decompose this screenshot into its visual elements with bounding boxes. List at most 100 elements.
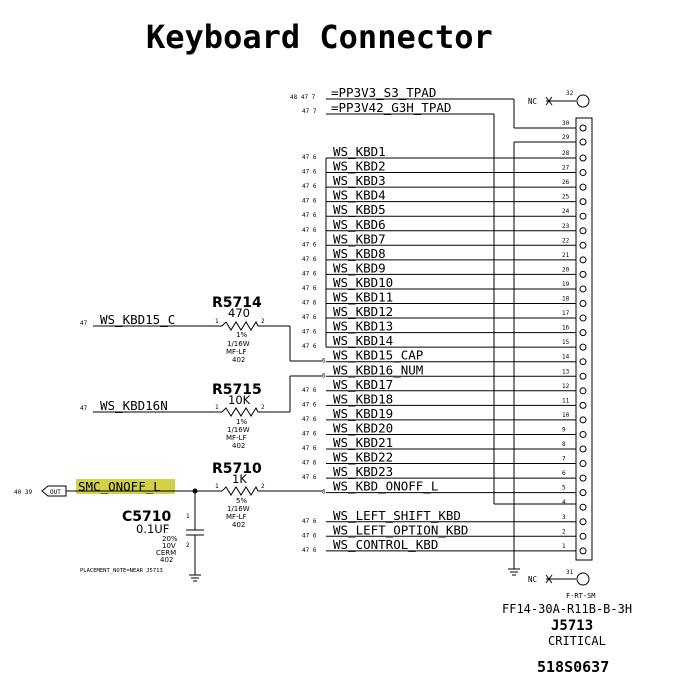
pin-circle [579,460,587,468]
net-label: WS_KBD14 [333,333,393,348]
svg-text:402: 402 [232,442,245,450]
pin-number: 20 [562,266,570,273]
net-ref: 47 6 [302,547,317,554]
pin-number: 10 [562,412,570,419]
pin-circle [579,227,587,235]
out-port-label: OUT [50,489,61,496]
pin-number: 11 [562,397,570,404]
pin-circle [579,358,587,366]
net-ref: 47 6 [302,256,317,263]
net-row: 6 WS_KBD_ONOFF_L 5 [322,479,587,497]
net-ref: 47 6 [302,416,317,423]
pin-circle [579,532,587,540]
pin-circle [579,256,587,264]
r5710-resistor-symbol [221,485,259,496]
ground-symbol-cap [189,574,201,582]
svg-text:MF-LF: MF-LF [226,348,247,356]
svg-text:1: 1 [215,318,219,325]
pin-circle [579,329,587,337]
pin-number: 9 [562,426,566,433]
net-label: WS_KBD1 [333,144,386,159]
pin-circle [579,518,587,526]
net-label: WS_KBD5 [333,202,386,217]
nc-bottom-x-icon [545,574,553,584]
net-label: WS_KBD_ONOFF_L [333,479,438,494]
net-ref: 47 6 [302,212,317,219]
pin-number: 5 [562,485,566,492]
svg-text:20%: 20% [162,535,178,543]
net-ref: 6 [322,489,326,496]
net-label: WS_KBD6 [333,217,386,232]
pin-circle [579,547,587,555]
pin-number: 22 [562,237,570,244]
ground-symbol [508,568,520,576]
svg-text:1/16W: 1/16W [227,505,250,513]
net-label: WS_KBD19 [333,406,393,421]
net-ref: 47 6 [302,183,317,190]
connector-ref: J5713 [551,618,593,634]
nc-bottom-pin: 31 [566,569,574,576]
pin-circle [579,212,587,220]
net-ref: 6 [322,372,326,379]
net-label: WS_LEFT_SHIFT_KBD [333,508,461,523]
svg-text:CERM: CERM [156,549,176,557]
pin-circle [579,416,587,424]
pin-number: 13 [562,368,570,375]
c5710-value: 0.1UF [136,522,169,536]
net-ref: 47 6 [302,154,317,161]
nc-bottom-label: NC [528,575,537,584]
page-title: Keyboard Connector [146,18,493,56]
pin-circle [579,314,587,322]
net-label: WS_KBD18 [333,391,393,406]
connector-type: F-RT-SM [566,592,596,600]
net-row: 47 6 WS_KBD5 24 [302,202,587,220]
r5714-resistor-symbol [221,320,259,331]
net-label: WS_KBD17 [333,377,393,392]
pin-number: 24 [562,208,570,215]
r5710-ref: R5710 [212,461,262,477]
pin-circle [579,401,587,409]
svg-text:MF-LF: MF-LF [226,513,247,521]
net-ref: 47 6 [302,474,317,481]
pin-circle [579,169,587,177]
pin-number: 19 [562,281,570,288]
pin-circle [579,270,587,278]
svg-text:402: 402 [232,521,245,529]
svg-text:1: 1 [186,513,190,520]
r5714-net-ref: 47 [80,320,88,327]
net-label: WS_KBD9 [333,260,386,275]
net-row: 4 [562,499,587,511]
net-label: WS_KBD13 [333,319,393,334]
smc-net-highlight [76,479,175,494]
part-number: 518S0637 [537,658,609,676]
connector-note: CRITICAL [548,634,606,648]
net-ref: 47 6 [302,314,317,321]
net-label: WS_KBD16_NUM [333,362,423,377]
net-ref: 47 6 [302,430,317,437]
smc-net-ref: 40 39 [14,489,32,496]
pin-circle [579,198,587,206]
pin-number: 26 [562,179,570,186]
pin-circle [579,387,587,395]
pin-number: 21 [562,252,570,259]
svg-text:1/16W: 1/16W [227,340,250,348]
pin-number: 16 [562,325,570,332]
svg-text:1/16W: 1/16W [227,426,250,434]
pin-number: 15 [562,339,570,346]
svg-text:402: 402 [160,556,173,564]
